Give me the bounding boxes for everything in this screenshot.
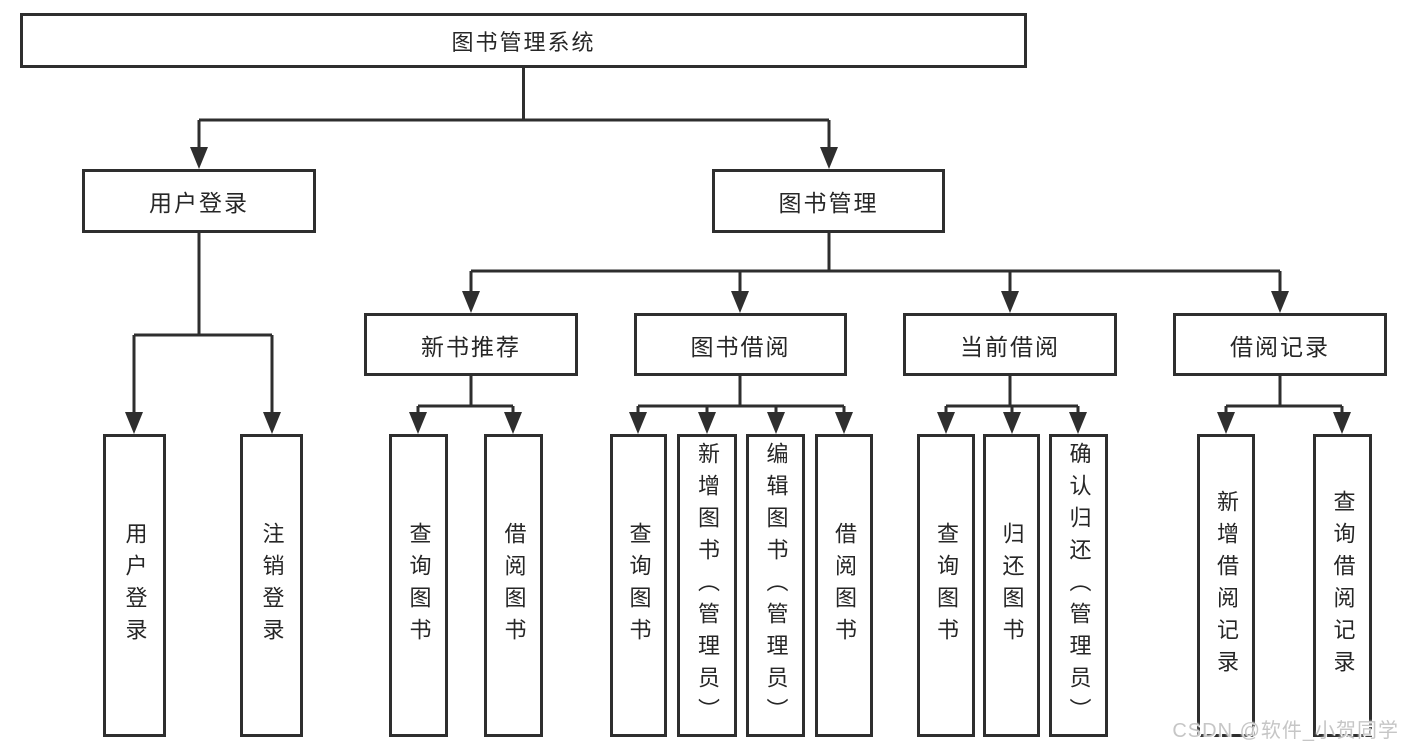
leaf-query-borrow-record: 查询借阅记录 xyxy=(1313,434,1372,737)
leaf-query-books-current: 查询图书 xyxy=(917,434,975,737)
node-new-book-recommend: 新书推荐 xyxy=(364,313,578,376)
leaf-add-borrow-record: 新增借阅记录 xyxy=(1197,434,1255,737)
leaf-user-login: 用户登录 xyxy=(103,434,166,737)
arrowhead xyxy=(125,412,143,434)
arrowhead xyxy=(835,412,853,434)
leaf-borrow-books-recommend: 借阅图书 xyxy=(484,434,543,737)
leaf-return-books: 归还图书 xyxy=(983,434,1040,737)
node-current-borrow: 当前借阅 xyxy=(903,313,1117,376)
leaf-query-books-recommend: 查询图书 xyxy=(389,434,448,737)
arrowhead xyxy=(1217,412,1235,434)
arrowhead xyxy=(1333,412,1351,434)
leaf-logout: 注销登录 xyxy=(240,434,303,737)
arrowhead xyxy=(263,412,281,434)
leaf-query-books-borrow: 查询图书 xyxy=(610,434,667,737)
node-library-management-system: 图书管理系统 xyxy=(20,13,1027,68)
arrowhead xyxy=(462,291,480,313)
arrowhead xyxy=(1001,291,1019,313)
arrowhead xyxy=(1069,412,1087,434)
node-book-borrow: 图书借阅 xyxy=(634,313,847,376)
arrowhead xyxy=(190,147,208,169)
arrowhead xyxy=(731,291,749,313)
arrowhead xyxy=(629,412,647,434)
arrowhead xyxy=(1271,291,1289,313)
csdn-watermark: CSDN @软件_小贺同学 xyxy=(1172,720,1399,742)
arrowhead xyxy=(698,412,716,434)
node-borrow-record: 借阅记录 xyxy=(1173,313,1387,376)
arrowhead xyxy=(409,412,427,434)
leaf-edit-books-admin: 编辑图书（管理员） xyxy=(746,434,805,737)
arrowhead xyxy=(504,412,522,434)
arrowhead xyxy=(937,412,955,434)
leaf-add-books-admin: 新增图书（管理员） xyxy=(677,434,737,737)
node-book-management: 图书管理 xyxy=(712,169,945,233)
arrowhead xyxy=(767,412,785,434)
arrowhead xyxy=(820,147,838,169)
node-user-login: 用户登录 xyxy=(82,169,316,233)
leaf-borrow-books: 借阅图书 xyxy=(815,434,873,737)
arrowhead xyxy=(1003,412,1021,434)
leaf-confirm-return-admin: 确认归还（管理员） xyxy=(1049,434,1108,737)
